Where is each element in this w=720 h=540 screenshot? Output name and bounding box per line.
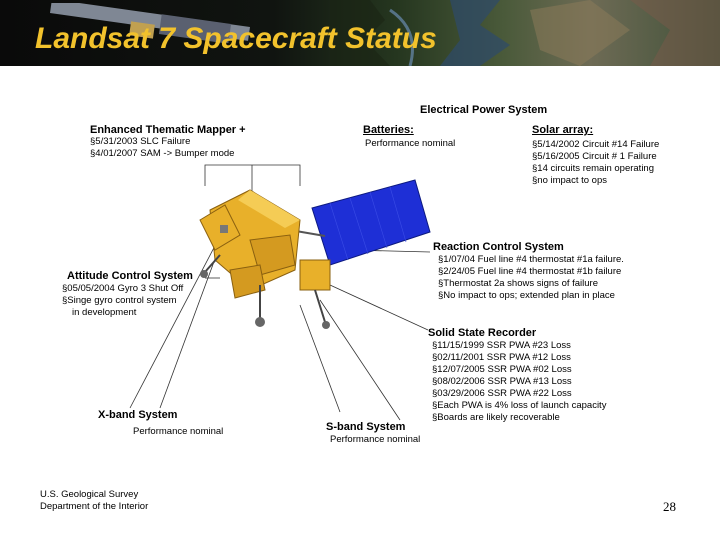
xband-status: Performance nominal <box>133 426 224 437</box>
header-banner: Landsat 7 Spacecraft Status <box>0 0 720 66</box>
list-item: §03/29/2006 SSR PWA #22 Loss <box>432 388 572 399</box>
list-item: §5/16/2005 Circuit # 1 Failure <box>532 151 657 162</box>
acs-header: Attitude Control System <box>67 270 193 282</box>
list-item: §Singe gyro control system <box>62 295 177 306</box>
solar-header: Solar array: <box>532 124 594 136</box>
list-item: §5/31/2003 SLC Failure <box>90 136 191 147</box>
satellite-graphic <box>49 3 251 43</box>
list-item: §14 circuits remain operating <box>532 163 654 174</box>
rcs-header: Reaction Control System <box>433 241 564 253</box>
page-number: 28 <box>663 499 676 514</box>
list-item: §11/15/1999 SSR PWA #23 Loss <box>432 340 571 351</box>
list-item: §05/05/2004 Gyro 3 Shut Off <box>62 283 184 294</box>
list-item: §2/24/05 Fuel line #4 thermostat #1b fai… <box>438 266 622 277</box>
eps-header: Electrical Power System <box>420 104 548 116</box>
list-item: §1/07/04 Fuel line #4 thermostat #1a fai… <box>438 254 624 265</box>
page-title: Landsat 7 Spacecraft Status <box>35 22 437 55</box>
footer-line-1: U.S. Geological Survey <box>40 489 139 500</box>
list-item: §5/14/2002 Circuit #14 Failure <box>532 139 660 150</box>
batteries-status: Performance nominal <box>365 138 456 149</box>
acs-list: §05/05/2004 Gyro 3 Shut Off §Singe gyro … <box>62 283 183 319</box>
footer-line-2: Department of the Interior <box>40 501 149 512</box>
batteries-header: Batteries: <box>363 124 414 136</box>
etm-list: §5/31/2003 SLC Failure §4/01/2007 SAM ->… <box>90 136 234 160</box>
etm-header: Enhanced Thematic Mapper + <box>90 124 246 136</box>
solar-list: §5/14/2002 Circuit #14 Failure §5/16/200… <box>532 139 659 187</box>
list-item: §Boards are likely recoverable <box>432 412 560 423</box>
rcs-list: §1/07/04 Fuel line #4 thermostat #1a fai… <box>438 254 624 302</box>
satellite-imagery-background <box>330 0 720 66</box>
sband-status: Performance nominal <box>330 434 421 445</box>
list-item-continuation: in development <box>72 307 137 318</box>
list-item: §02/11/2001 SSR PWA #12 Loss <box>432 352 571 363</box>
ssr-header: Solid State Recorder <box>428 327 537 339</box>
footer: U.S. Geological Survey Department of the… <box>40 489 148 513</box>
list-item: §08/02/2006 SSR PWA #13 Loss <box>432 376 572 387</box>
sband-header: S-band System <box>326 421 406 433</box>
xband-header: X-band System <box>98 409 178 421</box>
ssr-list: §11/15/1999 SSR PWA #23 Loss §02/11/2001… <box>432 340 606 424</box>
list-item: §No impact to ops; extended plan in plac… <box>438 290 615 301</box>
list-item: §no impact to ops <box>532 175 608 186</box>
list-item: §Thermostat 2a shows signs of failure <box>438 278 599 289</box>
list-item: §4/01/2007 SAM -> Bumper mode <box>90 148 235 159</box>
list-item: §Each PWA is 4% loss of launch capacity <box>432 400 607 411</box>
list-item: §12/07/2005 SSR PWA #02 Loss <box>432 364 572 375</box>
spacecraft-illustration <box>199 179 431 329</box>
